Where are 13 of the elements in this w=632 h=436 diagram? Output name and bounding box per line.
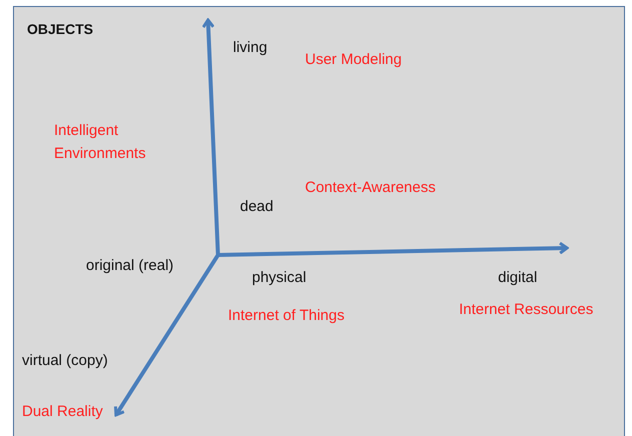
axis-label: virtual (copy)	[22, 351, 108, 371]
axis-label: digital	[498, 268, 538, 288]
research-area-label: Internet Ressources	[459, 300, 594, 320]
axis-label: original (real)	[86, 256, 174, 276]
title: OBJECTS	[27, 21, 94, 37]
research-area-label: Dual Reality	[22, 402, 103, 422]
axis-label: physical	[252, 268, 306, 288]
axis-label: living	[233, 38, 268, 58]
research-area-label: Internet of Things	[228, 306, 344, 326]
research-area-label: Intelligent Environments	[54, 121, 147, 164]
research-area-label: Context-Awareness	[305, 178, 436, 198]
research-area-label: User Modeling	[305, 50, 402, 70]
axis-label: dead	[240, 197, 274, 217]
